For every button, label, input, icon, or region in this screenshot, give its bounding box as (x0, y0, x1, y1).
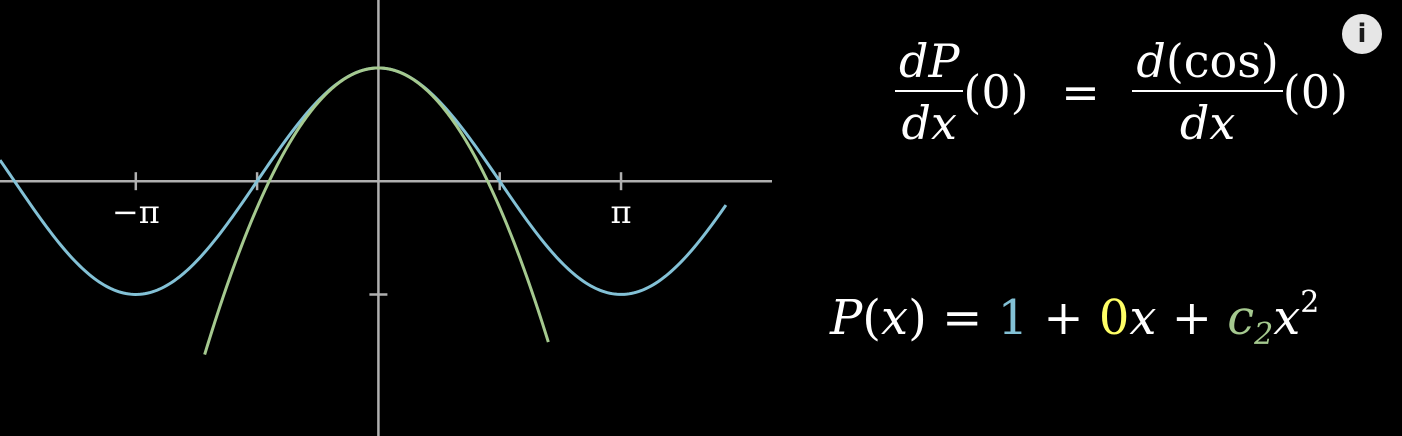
coef-c: c (1227, 290, 1255, 346)
fraction-bar (1132, 90, 1283, 92)
equals-sign: = (1061, 65, 1100, 119)
linear-var: x (1129, 290, 1157, 346)
numerator-cos: (cos) (1165, 34, 1279, 88)
denominator-dx: dx (901, 96, 957, 150)
numerator-dp: dP (899, 34, 960, 88)
constant-term: 1 (997, 290, 1029, 346)
numerator-d: d (1136, 34, 1166, 88)
equals-sign: = (926, 290, 998, 346)
plus-sign: + (1156, 290, 1228, 346)
open-paren: ( (862, 290, 882, 346)
exponent: 2 (1300, 285, 1320, 320)
fraction-bar (895, 90, 964, 92)
curves (0, 66, 728, 356)
close-paren: ) (908, 290, 927, 346)
arg-zero-right: (0) (1282, 65, 1348, 119)
info-icon-glyph: i (1357, 19, 1367, 49)
fraction-dp-dx: dP dx (895, 34, 964, 150)
numerator-dcos: d(cos) (1132, 38, 1282, 84)
coef-subscript: 2 (1254, 317, 1274, 352)
quadratic-var: x (1273, 290, 1301, 346)
tick-labels: −π π (112, 193, 632, 231)
poly-var: x (881, 290, 909, 346)
x-tick-label: −π (112, 193, 160, 231)
derivative-equation: dP dx (0) = d(cos) dx (0) (895, 38, 1348, 146)
function-plot: −π π (0, 0, 772, 436)
poly-name: P (830, 290, 863, 346)
quadratic-coefficient: c2 (1227, 290, 1273, 350)
linear-coefficient: 0 (1098, 290, 1130, 346)
denominator-dx: dx (1179, 96, 1236, 150)
arg-zero-left: (0) (963, 65, 1029, 119)
fraction-dcos-dx: d(cos) dx (1132, 38, 1283, 150)
x-tick-label: π (611, 193, 632, 231)
quadratic-approximation-curve (203, 66, 550, 356)
plus-sign: + (1028, 290, 1099, 346)
axes (0, 0, 772, 436)
info-icon[interactable]: i (1342, 14, 1382, 54)
polynomial-equation: P(x) = 1 + 0x + c2x2 (830, 288, 1319, 350)
